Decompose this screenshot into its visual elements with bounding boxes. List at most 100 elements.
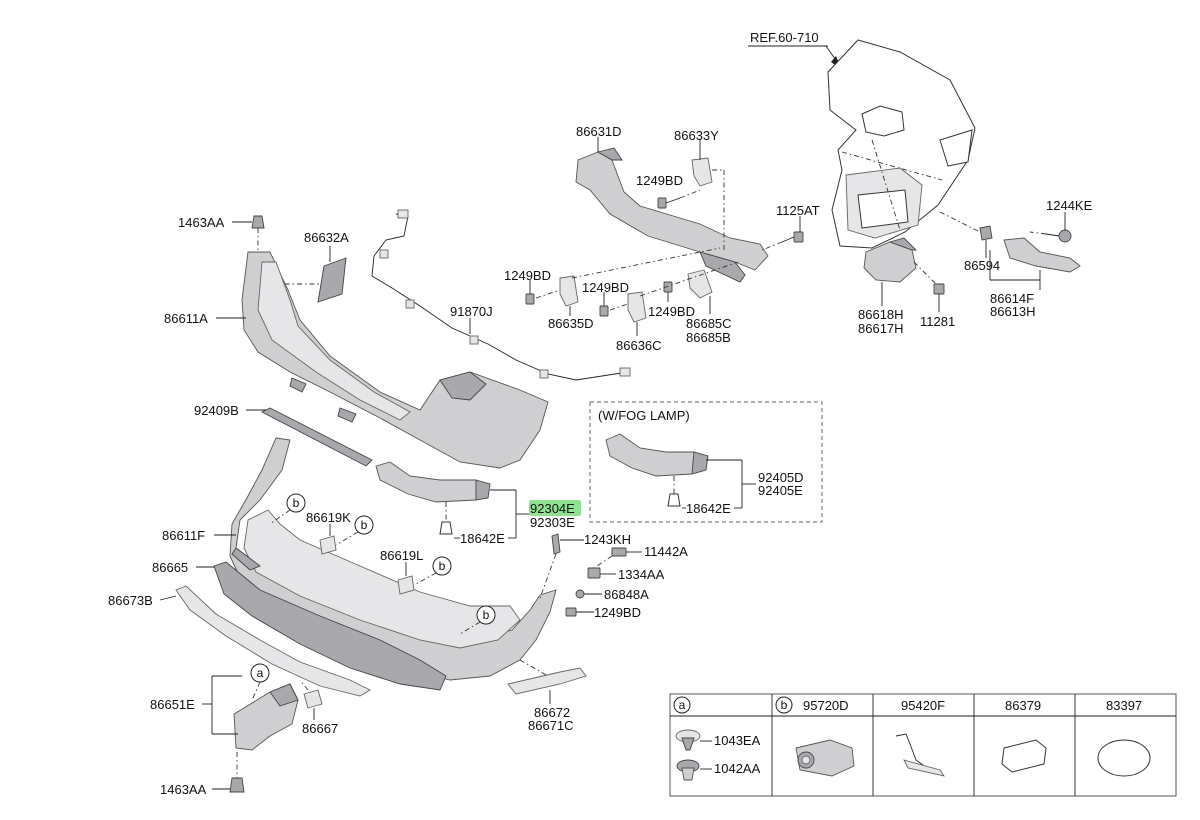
legend-marker-a: a bbox=[673, 696, 691, 714]
part-label-1243KH: 1243KH bbox=[584, 532, 631, 547]
fog-lamp-inset-box bbox=[589, 401, 823, 523]
garnish-86672 bbox=[507, 667, 587, 695]
pad-86379-icon bbox=[1001, 739, 1047, 773]
svg-text:b: b bbox=[483, 608, 490, 622]
part-label-1463AA-top: 1463AA bbox=[178, 215, 225, 230]
legend-part-86379: 86379 bbox=[1005, 698, 1041, 713]
legend-marker-b: b bbox=[775, 696, 793, 714]
part-label-92405D: 92405D bbox=[758, 470, 804, 485]
svg-text:a: a bbox=[257, 666, 264, 680]
part-label-1125AT: 1125AT bbox=[776, 203, 820, 218]
bolt-11442A bbox=[611, 547, 627, 557]
part-label-91870J: 91870J bbox=[450, 304, 493, 319]
bracket-86633Y bbox=[691, 157, 713, 187]
part-label-86614F: 86614F bbox=[990, 291, 1034, 306]
bolt-1249BD-e bbox=[565, 607, 577, 617]
seal-83397-icon bbox=[1097, 739, 1151, 777]
part-label-86673B: 86673B bbox=[108, 593, 153, 608]
part-label-86636C: 86636C bbox=[616, 338, 662, 353]
clip-1043EA-icon bbox=[675, 729, 701, 751]
ref-body-panel bbox=[748, 39, 976, 249]
legend-part-95420F: 95420F bbox=[901, 698, 945, 713]
sensor-holder-86619K bbox=[319, 535, 337, 555]
part-label-86667: 86667 bbox=[302, 721, 338, 736]
clip-86594 bbox=[979, 225, 993, 241]
bracket-86685C bbox=[687, 269, 713, 299]
bolt-1125AT bbox=[781, 231, 804, 243]
bracket-86614F bbox=[1003, 237, 1081, 273]
part-label-1249BD-d: 1249BD bbox=[648, 304, 695, 319]
part-label-86633Y: 86633Y bbox=[674, 128, 719, 143]
part-label-86685B: 86685B bbox=[686, 330, 731, 345]
bracket-86651E bbox=[233, 683, 299, 751]
part-label-86611A: 86611A bbox=[164, 311, 208, 326]
part-label-1244KE: 1244KE bbox=[1046, 198, 1093, 213]
legend-part-95720D: 95720D bbox=[803, 698, 849, 713]
part-label-86632A: 86632A bbox=[304, 230, 349, 245]
pad-86632A bbox=[317, 257, 347, 303]
svg-text:b: b bbox=[439, 559, 446, 573]
bracket-86635D bbox=[559, 275, 579, 307]
part-label-86618H: 86618H bbox=[858, 307, 904, 322]
part-label-ref: REF.60-710 bbox=[750, 30, 819, 45]
part-label-86671C: 86671C bbox=[528, 718, 574, 733]
callout-b-2: b bbox=[354, 515, 374, 535]
part-label-86665: 86665 bbox=[152, 560, 188, 575]
part-label-1249BD-c: 1249BD bbox=[582, 280, 629, 295]
reflector-strip-92409B bbox=[261, 407, 373, 467]
part-label-86619K: 86619K bbox=[306, 510, 351, 525]
part-label-1249BD-a: 1249BD bbox=[636, 173, 683, 188]
part-label-86611F: 86611F bbox=[162, 528, 205, 543]
part-label-1249BD-b: 1249BD bbox=[504, 268, 551, 283]
part-label-92409B: 92409B bbox=[194, 403, 239, 418]
part-label-1334AA: 1334AA bbox=[618, 567, 665, 582]
part-label-18642E: 18642E bbox=[460, 531, 505, 546]
part-label-92303E: 92303E bbox=[530, 515, 575, 530]
callout-b-3: b bbox=[432, 556, 452, 576]
bolt-1244KE bbox=[1045, 229, 1072, 243]
wiring-harness-91870J bbox=[371, 209, 631, 381]
reflex-lamp-92304E bbox=[375, 461, 491, 503]
bulb-18642E bbox=[439, 521, 453, 535]
svg-text:b: b bbox=[293, 496, 300, 510]
skid-plate-86665 bbox=[213, 561, 447, 691]
bolt-1243KH bbox=[551, 533, 561, 555]
legend-item-1042AA: 1042AA bbox=[714, 761, 761, 776]
part-label-86613H: 86613H bbox=[990, 304, 1036, 319]
part-label-1463AA-bottom: 1463AA bbox=[160, 782, 207, 797]
legend-part-83397: 83397 bbox=[1106, 698, 1142, 713]
svg-text:b: b bbox=[781, 698, 788, 712]
part-label-11281: 11281 bbox=[920, 314, 955, 329]
part-label-86685C: 86685C bbox=[686, 316, 732, 331]
bracket-86636C bbox=[627, 291, 647, 323]
bracket-86618H bbox=[863, 237, 918, 283]
part-label-86651E: 86651E bbox=[150, 697, 195, 712]
parking-sensor-95720D-icon bbox=[795, 739, 855, 777]
part-label-86848A: 86848A bbox=[604, 587, 649, 602]
fog-lamp-92405D bbox=[605, 433, 709, 477]
wiring-95420F-icon bbox=[895, 733, 945, 777]
bolt-1249BD-c bbox=[599, 305, 609, 317]
bumper-cover-86611A bbox=[241, 251, 549, 469]
fog-lamp-title: (W/FOG LAMP) bbox=[598, 408, 690, 423]
highlight-92304E bbox=[529, 500, 581, 516]
garnish-86673B bbox=[175, 585, 371, 697]
part-label-86617H: 86617H bbox=[858, 321, 904, 336]
svg-text:a: a bbox=[679, 698, 686, 712]
part-label-92405E: 92405E bbox=[758, 483, 803, 498]
part-label-86635D: 86635D bbox=[548, 316, 594, 331]
callout-b-4: b bbox=[476, 605, 496, 625]
clip-1463AA-top bbox=[251, 215, 265, 229]
clip-1463AA-bottom bbox=[229, 777, 245, 793]
part-label-92304E[interactable]: 92304E bbox=[530, 501, 575, 516]
bolt-1249BD-a bbox=[657, 197, 681, 209]
part-label-1249BD-e: 1249BD bbox=[594, 605, 641, 620]
nut-1334AA bbox=[587, 567, 601, 579]
sensor-holder-86619L bbox=[397, 575, 415, 595]
part-label-86619L: 86619L bbox=[380, 548, 423, 563]
upper-bracket-86631D bbox=[575, 147, 769, 283]
part-label-86631D: 86631D bbox=[576, 124, 622, 139]
clip-86667 bbox=[303, 689, 323, 709]
part-label-18642E-fog: 18642E bbox=[686, 501, 731, 516]
